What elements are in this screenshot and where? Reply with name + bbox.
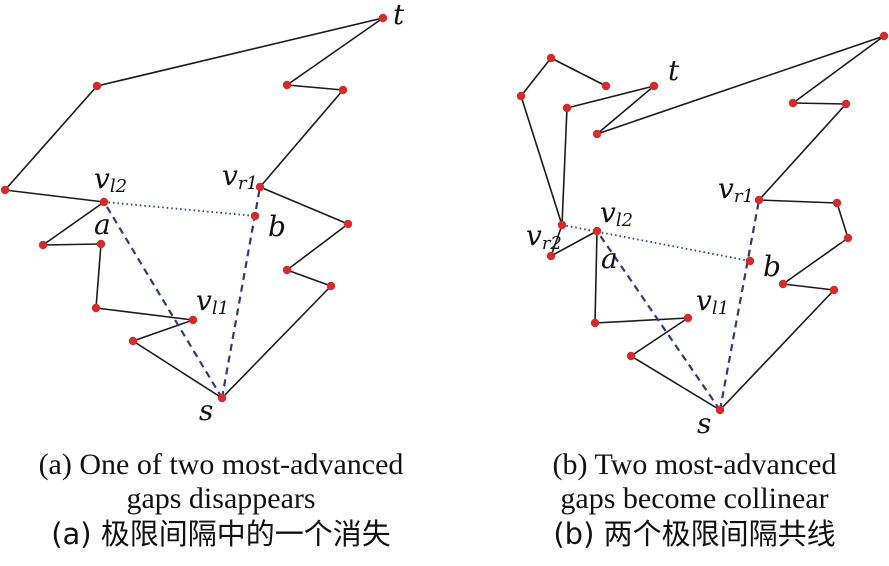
figure-b-label-b: b [763, 250, 781, 283]
vertex-dot [754, 195, 764, 205]
vertex-dot [592, 129, 602, 139]
figure-a-label-vl2: vl2 [94, 162, 127, 197]
vertex-dot [0, 185, 10, 195]
figure-a-vertices [0, 13, 388, 403]
figure-a-caption-en-line1: (a) One of two most-advanced [38, 448, 404, 481]
vertex-dot [99, 197, 109, 207]
vertex-dot [832, 198, 842, 208]
figure-a-label-a: a [94, 208, 111, 241]
vertex-dot [91, 303, 101, 313]
figure-b-dotted-line [561, 224, 751, 262]
figure-b-gap-vl2 [596, 230, 721, 411]
figure-b-vertices [516, 31, 889, 415]
vertex-dot [343, 219, 353, 229]
vertex-dot [92, 81, 102, 91]
figure-a-label-vl1: vl1 [196, 284, 229, 319]
vertex-dot [282, 265, 292, 275]
vertex-dot [188, 315, 198, 325]
vertex-dot [38, 240, 48, 250]
vertex-dot [778, 279, 788, 289]
vertex-dot [557, 220, 567, 230]
vertex-dot [250, 211, 260, 221]
vertex-dot [592, 226, 602, 236]
vertex-dot [217, 393, 227, 403]
figure-b-label-s: s [697, 407, 711, 440]
vertex-dot [649, 81, 659, 91]
vertex-dot [516, 91, 526, 101]
figure-a-caption-zh: (a) 极限间隔中的一个消失 [51, 517, 391, 551]
vertex-dot [879, 31, 889, 41]
figure-a-dotted-line [103, 201, 256, 217]
figure-b-label-t: t [668, 54, 680, 87]
vertex-dot [829, 285, 839, 295]
vertex-dot [562, 103, 572, 113]
vertex-dot [326, 281, 336, 291]
figure-b-polygon-right-chain [719, 35, 885, 411]
vertex-dot [96, 239, 106, 249]
vertex-dot [282, 80, 292, 90]
figure-a-gap-vl2 [103, 201, 223, 399]
figure-b-label-vr2: vr2 [526, 219, 562, 254]
figure-b-label-a: a [601, 242, 618, 275]
vertex-dot [255, 182, 265, 192]
figure-b-polygon-top-loop [520, 57, 607, 226]
figure-b-caption: (b) Two most-advanced gaps become collin… [500, 448, 889, 552]
figure-a-polygon-left-chain [4, 17, 384, 399]
figure-a-caption-en-line2: gaps disappears [126, 482, 316, 515]
vertex-dot [601, 81, 611, 91]
figure-a-label-t: t [393, 0, 405, 31]
figure-b-caption-en-line2: gaps become collinear [560, 482, 829, 515]
figure-a-label-s: s [199, 394, 213, 427]
vertex-dot [715, 405, 725, 415]
figure-a-polygon-right-chain [221, 17, 384, 399]
vertex-dot [745, 256, 755, 266]
vertex-dot [546, 251, 556, 261]
figure-a: t s a b vl2 vr1 vl1 [0, 0, 405, 427]
vertex-dot [788, 98, 798, 108]
figure-b-label-vr1: vr1 [718, 172, 754, 207]
figure-b-caption-en-line1: (b) Two most-advanced [552, 448, 837, 481]
vertex-dot [128, 336, 138, 346]
vertex-dot [378, 13, 388, 23]
vertex-dot [843, 233, 853, 243]
vertex-dot [546, 53, 556, 63]
figure-b-label-vl1: vl1 [696, 284, 729, 319]
figure-b-caption-zh: (b) 两个极限间隔共线 [553, 517, 836, 551]
vertex-dot [338, 85, 348, 95]
vertex-dot [683, 313, 693, 323]
vertex-dot [841, 99, 851, 109]
figure-a-label-b: b [268, 210, 286, 243]
figure-b: t s a b vr1 vr2 vl2 vl1 [516, 31, 889, 440]
figure-b-label-vl2: vl2 [600, 196, 633, 231]
figure-a-label-vr1: vr1 [222, 159, 258, 194]
figure-a-caption: (a) One of two most-advanced gaps disapp… [0, 448, 442, 552]
vertex-dot [626, 351, 636, 361]
vertex-dot [590, 318, 600, 328]
